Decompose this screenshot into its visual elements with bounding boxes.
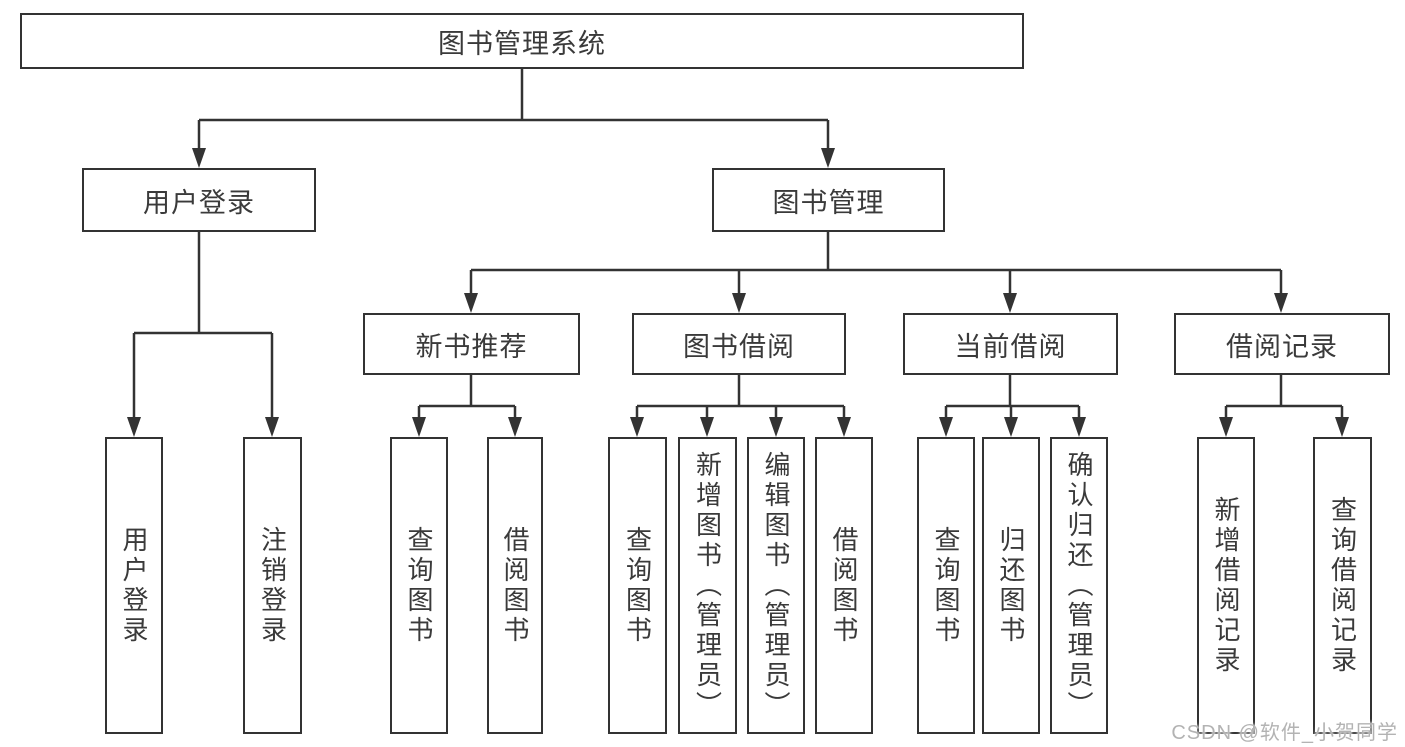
node-label: 归还图书	[996, 525, 1026, 646]
node-user-login: 用户登录	[82, 168, 316, 232]
node-label: 图书管理系统	[438, 28, 606, 59]
node-label: 查询图书	[622, 525, 653, 646]
watermark: CSDN @软件_小贺同学	[1171, 722, 1398, 744]
node-label: 新书推荐	[415, 331, 528, 362]
node-label: 新增借阅记录	[1211, 495, 1241, 676]
node-label: 注销登录	[257, 525, 288, 646]
node-query-books-current: 查询图书	[917, 437, 975, 734]
node-label: 新增图书（管理员）	[692, 450, 723, 721]
node-library-management-system: 图书管理系统	[20, 13, 1024, 69]
node-query-books-borrowing: 查询图书	[608, 437, 667, 734]
node-book-management: 图书管理	[712, 168, 945, 232]
node-label: 图书借阅	[683, 331, 795, 362]
node-current-borrowing: 当前借阅	[903, 313, 1118, 375]
node-label: 用户登录	[119, 525, 149, 646]
node-book-borrowing: 图书借阅	[632, 313, 846, 375]
node-label: 当前借阅	[954, 331, 1067, 362]
node-label: 借阅图书	[829, 525, 859, 646]
node-borrow-books-borrowing: 借阅图书	[815, 437, 873, 734]
node-label: 借阅图书	[500, 525, 530, 646]
node-borrowing-records: 借阅记录	[1174, 313, 1390, 375]
node-label: 查询图书	[404, 525, 434, 646]
node-return-books: 归还图书	[982, 437, 1040, 734]
node-logout-action: 注销登录	[243, 437, 302, 734]
node-label: 编辑图书（管理员）	[761, 450, 791, 721]
node-label: 查询图书	[931, 525, 961, 646]
node-add-books-admin: 新增图书（管理员）	[678, 437, 737, 734]
node-label: 借阅记录	[1226, 331, 1338, 362]
node-label: 用户登录	[143, 187, 255, 218]
node-add-borrow-record: 新增借阅记录	[1197, 437, 1255, 734]
node-edit-books-admin: 编辑图书（管理员）	[747, 437, 805, 734]
node-new-book-recommendation: 新书推荐	[363, 313, 580, 375]
node-borrow-books-recommend: 借阅图书	[487, 437, 543, 734]
node-query-books-recommend: 查询图书	[390, 437, 448, 734]
node-label: 确认归还（管理员）	[1064, 450, 1094, 721]
node-confirm-return-admin: 确认归还（管理员）	[1050, 437, 1108, 734]
node-label: 图书管理	[772, 187, 885, 218]
node-query-borrow-record: 查询借阅记录	[1313, 437, 1372, 734]
node-label: 查询借阅记录	[1327, 495, 1358, 676]
node-user-login-action: 用户登录	[105, 437, 163, 734]
